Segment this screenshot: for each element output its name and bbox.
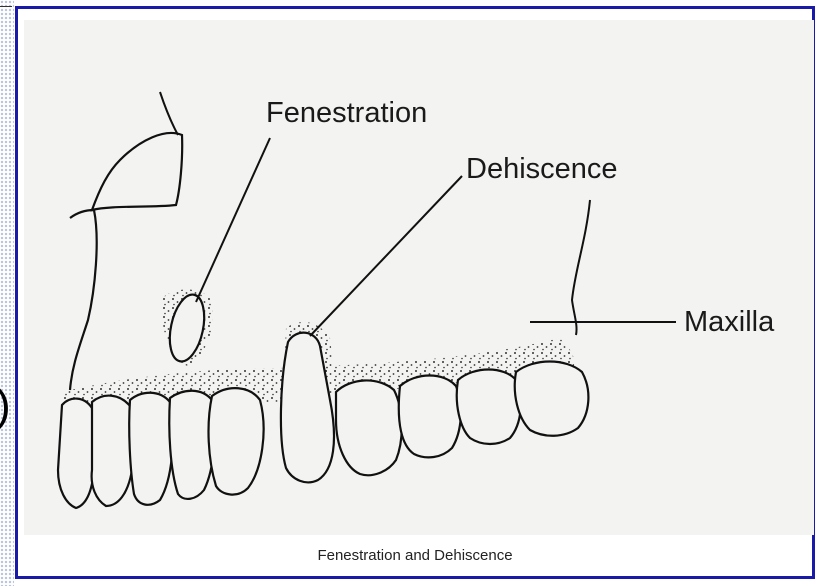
tooth <box>58 399 94 508</box>
tooth <box>399 376 461 458</box>
nasal-line <box>160 92 178 135</box>
maxilla-label: Maxilla <box>684 306 774 339</box>
tooth <box>129 393 173 505</box>
fenestration-label: Fenestration <box>266 97 427 130</box>
fenestration-leader <box>196 138 270 302</box>
maxilla-contour <box>572 200 590 335</box>
dehiscence-label: Dehiscence <box>466 153 618 186</box>
figure-caption: Fenestration and Dehiscence <box>317 547 512 564</box>
anterior-maxilla-outline <box>70 210 97 390</box>
dehiscence-leader <box>310 176 462 336</box>
tooth <box>209 388 264 494</box>
tooth <box>92 396 132 506</box>
tooth <box>515 362 589 436</box>
orbit-outline <box>92 133 182 210</box>
caption-area: Fenestration and Dehiscence <box>18 535 812 575</box>
tooth <box>336 380 402 475</box>
tooth <box>457 370 521 445</box>
